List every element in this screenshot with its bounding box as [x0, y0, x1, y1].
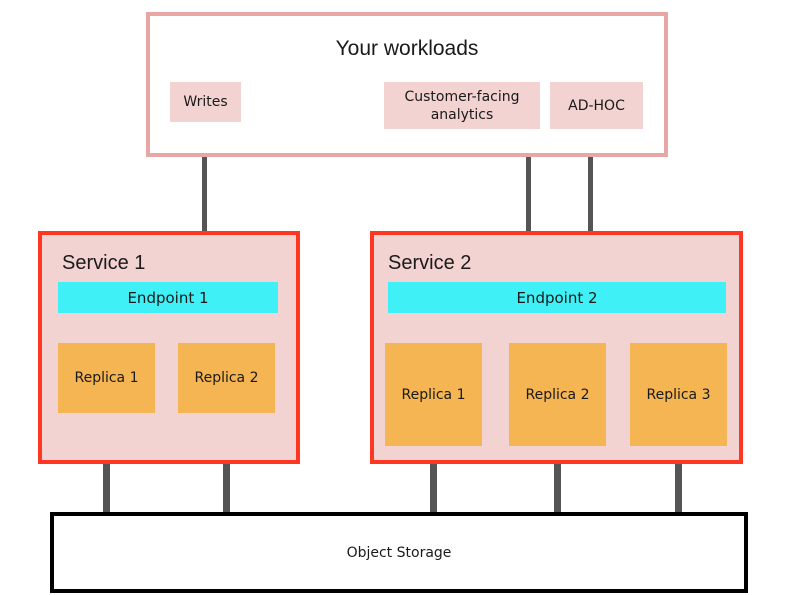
workload-chip-ad-hoc[interactable]: AD-HOC: [550, 82, 643, 129]
connector-service-2-replica-2-to-storage: [554, 446, 561, 516]
service-2-replica-1[interactable]: Replica 1: [385, 343, 482, 446]
connector-service-2-replica-3-to-storage: [675, 446, 682, 516]
endpoint-1-label: Endpoint 1: [127, 288, 209, 307]
endpoint-1[interactable]: Endpoint 1: [58, 282, 278, 313]
service-1-replica-2[interactable]: Replica 2: [178, 343, 275, 413]
service-1-replica-1[interactable]: Replica 1: [58, 343, 155, 413]
service-2-replica-1-label: Replica 1: [401, 386, 466, 403]
service-1-title: Service 1: [62, 252, 146, 274]
service-2-replica-3[interactable]: Replica 3: [630, 343, 727, 446]
workload-chip-ad-hoc-label: AD-HOC: [568, 97, 625, 114]
workloads-title: Your workloads: [335, 37, 479, 60]
workload-chip-writes-label: Writes: [183, 94, 228, 110]
object-storage-label: Object Storage: [346, 544, 452, 561]
endpoint-2[interactable]: Endpoint 2: [388, 282, 726, 313]
connector-adhoc-to-endpoint-2: [588, 129, 593, 255]
object-storage[interactable]: Object Storage: [50, 512, 748, 593]
connector-analytics-to-endpoint-2: [526, 129, 531, 255]
service-2-title: Service 2: [388, 252, 472, 274]
service-2-replica-2-label: Replica 2: [525, 386, 590, 403]
service-1-replica-2-label: Replica 2: [194, 370, 259, 386]
endpoint-2-label: Endpoint 2: [516, 288, 598, 307]
workload-chip-writes[interactable]: Writes: [170, 82, 241, 122]
connector-writes-to-endpoint-1: [202, 122, 207, 255]
connector-service-2-replica-1-to-storage: [430, 446, 437, 516]
service-2-replica-3-label: Replica 3: [646, 386, 711, 403]
workload-chip-customer-facing-analytics[interactable]: Customer-facing analytics: [384, 82, 540, 129]
workload-chip-customer-facing-analytics-label: Customer-facing analytics: [404, 88, 520, 123]
service-2-replica-2[interactable]: Replica 2: [509, 343, 606, 446]
service-1-replica-1-label: Replica 1: [74, 370, 139, 386]
